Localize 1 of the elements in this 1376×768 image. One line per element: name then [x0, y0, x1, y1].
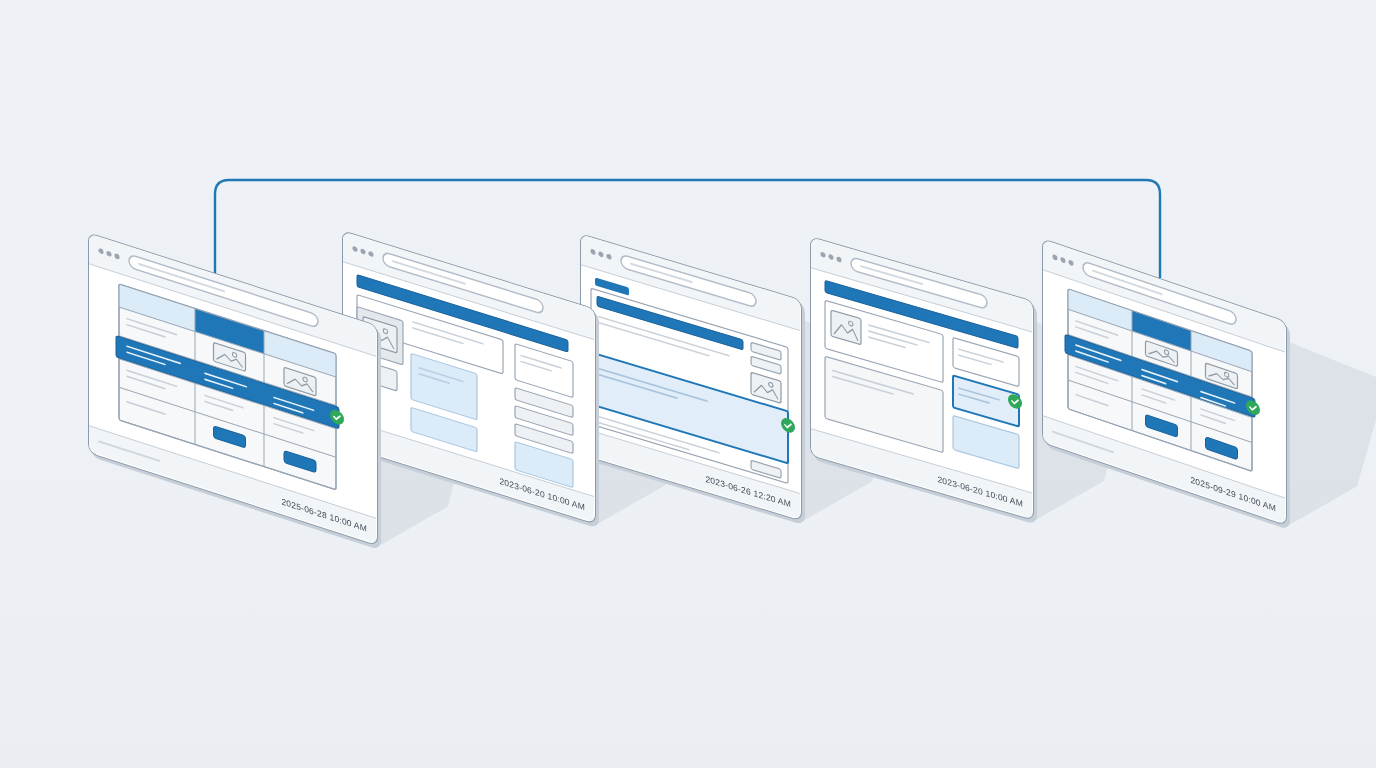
connector-line — [213, 178, 1162, 279]
